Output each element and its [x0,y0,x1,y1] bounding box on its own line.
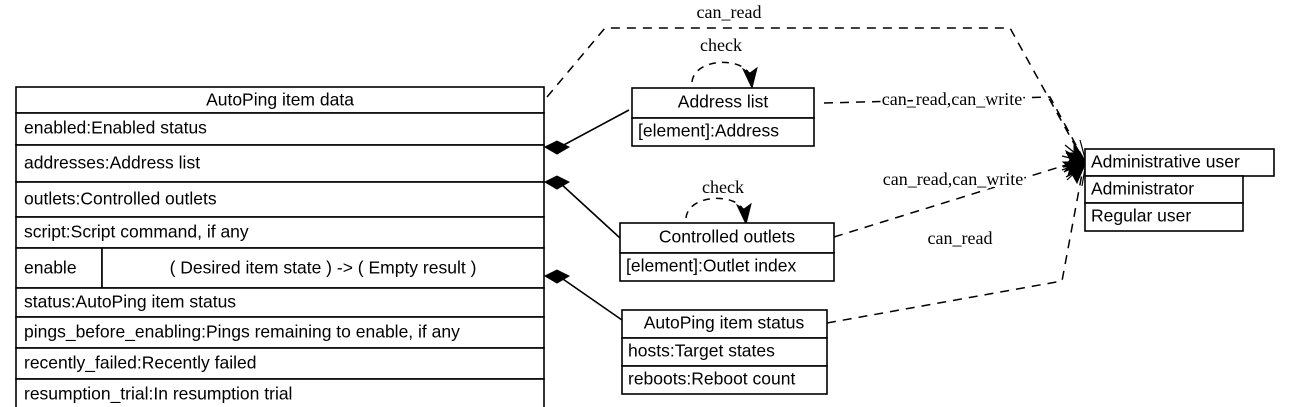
autoping-item-data-row-2-label: outlets:Controlled outlets [24,189,217,209]
autoping-item-data-row-3-label: script:Script command, if any [24,222,249,242]
user-roles-row-0 [1084,175,1244,204]
autoping-item-data-row-5 [15,316,545,349]
arrowhead-cluster-administrative-user [1061,139,1088,187]
edge-label-can-read-can-write-address: can_read,can_write [882,89,1022,109]
autoping-item-data-method-name-label: enable [24,258,77,278]
edge-can-read-top [546,27,1083,159]
edge-label-check-controlled-outlets: check [702,177,744,197]
controlled-outlets-row-0-label: [element]:Outlet index [626,256,796,276]
autoping-item-data-method-signature-label: ( Desired item state ) -> ( Empty result… [170,258,477,278]
autoping-item-data-row-3 [15,216,545,249]
autoping-item-data-header-label: AutoPing item data [206,90,354,110]
autoping-item-data-row-7-label: resumption_trial:In resumption trial [24,384,292,405]
assoc-addresses-address-list [559,109,630,148]
controlled-outlets-row-0 [619,252,835,282]
autoping-item-data-row-6 [15,347,545,380]
edge-check-address-list [691,61,758,90]
edge-label-can-read-top: can_read [697,2,762,22]
edge-labels: can_read check check can_read,can_write … [695,0,1026,250]
autoping-item-data-row-4-label: status:AutoPing item status [24,292,236,312]
autoping-item-status-header-label: AutoPing item status [644,313,805,333]
autoping-item-data-row-1 [15,144,545,183]
user-roles-row-1 [1084,202,1244,232]
user-roles-header-cell [1084,148,1275,177]
autoping-item-data-row-5-label: pings_before_enabling:Pings remaining to… [24,322,460,343]
composition-diamond-outlets [543,175,571,190]
autoping-item-data-row-2 [15,181,545,218]
edge-label-can-read-status: can_read [928,228,993,248]
address-list-row-0 [631,117,815,147]
autoping-item-data-row-1-label: addresses:Address list [24,153,200,173]
edge-can-read-can-write-outlets [833,159,1083,238]
assoc-outlets-controlled-outlets [559,182,621,239]
autoping-item-data-row-0-label: enabled:Enabled status [24,118,207,138]
class-box-user-roles: Administrative user Administrator Regula… [1084,148,1275,232]
class-box-address-list: Address list [element]:Address [631,87,815,147]
class-box-autoping-item-status: AutoPing item status hosts:Target states… [621,309,828,395]
autoping-item-data-row-6-label: recently_failed:Recently failed [24,353,257,374]
controlled-outlets-header-label: Controlled outlets [659,227,795,247]
address-list-header-label: Address list [678,92,769,112]
autoping-item-status-row-1-label: reboots:Reboot count [628,369,795,389]
autoping-item-data-row-7 [15,378,545,407]
user-roles-header-label: Administrative user [1091,152,1240,172]
assoc-status-autoping-item-status [559,276,623,321]
autoping-item-data-header-cell [15,86,545,114]
class-box-controlled-outlets: Controlled outlets [element]:Outlet inde… [619,222,835,282]
autoping-item-status-row-1 [621,365,828,395]
edge-check-controlled-outlets [685,197,752,226]
class-box-autoping-item-data: AutoPing item data enabled:Enabled statu… [15,86,545,407]
autoping-item-status-header-cell [621,309,828,339]
user-roles-row-1-label: Regular user [1091,206,1191,226]
composition-diamond-status [543,269,571,284]
address-list-header-cell [631,87,815,119]
edge-can-read-can-write-address [823,96,1084,159]
edge-label-can-read-can-write-outlets: can_read,can_write [883,169,1023,189]
edge-label-check-address-list: check [700,35,742,55]
autoping-item-data-row-4 [15,287,545,318]
autoping-item-status-row-0-label: hosts:Target states [628,341,775,361]
address-list-row-0-label: [element]:Address [638,121,779,141]
user-roles-row-0-label: Administrator [1091,179,1194,199]
composition-diamond-addresses [543,140,571,155]
controlled-outlets-header-cell [619,222,835,254]
